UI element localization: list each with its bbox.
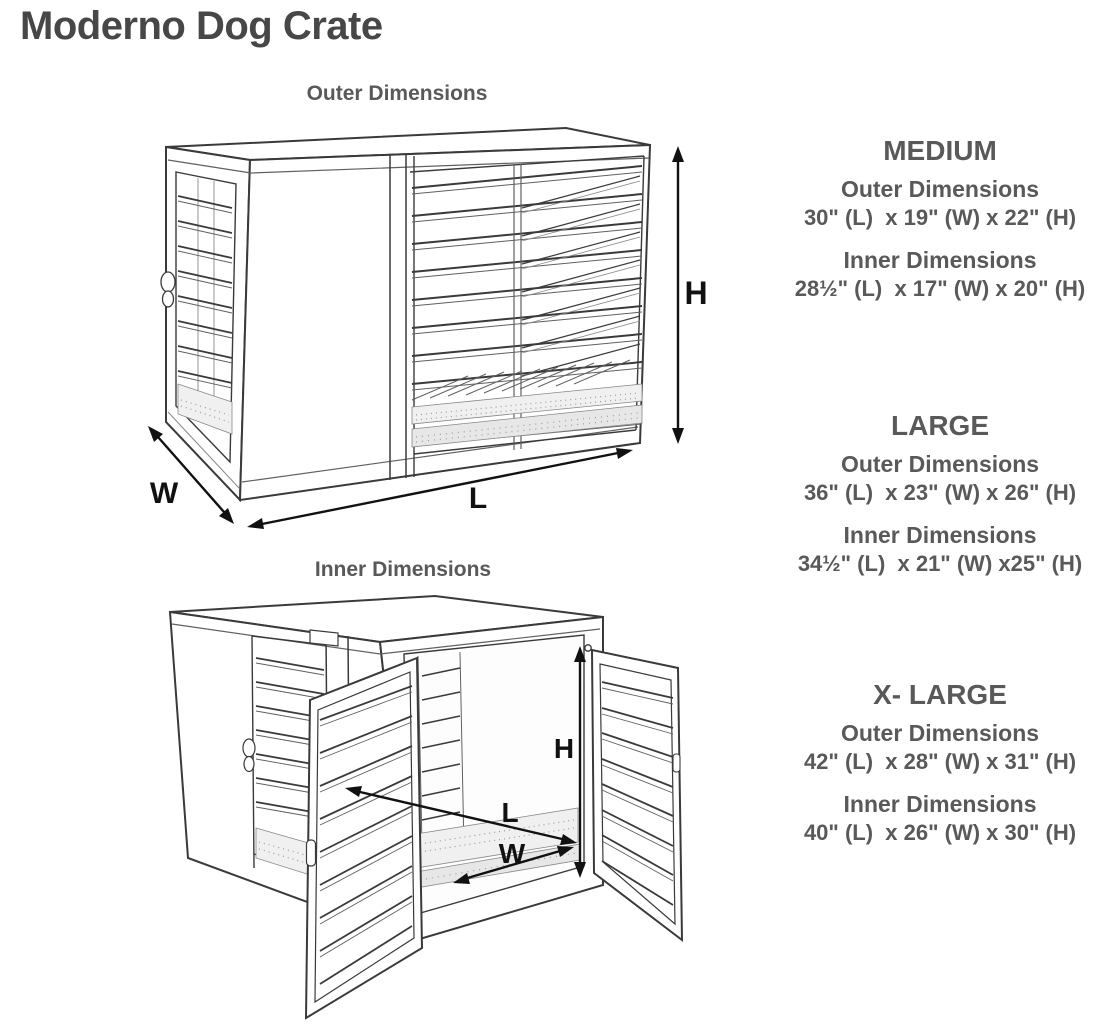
size-block-large: LARGE Outer Dimensions 36" (L) x 23" (W)… xyxy=(778,411,1102,594)
inner-dimensions-heading: Inner Dimensions xyxy=(314,558,492,581)
inner-dimensions-value: 34½" (L) x 21" (W) x25" (H) xyxy=(797,551,1083,576)
length-label: L xyxy=(501,797,518,828)
dimension-arrows: H W L xyxy=(148,146,708,529)
outer-dimensions-heading: Outer Dimensions xyxy=(306,82,488,105)
size-name: X- LARGE xyxy=(873,679,1007,710)
length-arrow xyxy=(261,451,619,526)
latch xyxy=(242,738,256,758)
outer-dimensions-value: 30" (L) x 19" (W) x 22" (H) xyxy=(803,205,1077,230)
size-name: MEDIUM xyxy=(883,135,997,166)
bottom-pad xyxy=(411,383,643,448)
width-label: W xyxy=(499,838,526,869)
front-louver-slats xyxy=(411,164,643,450)
inner-dimensions-diagram: H L W xyxy=(168,594,684,1020)
size-block-medium: MEDIUM Outer Dimensions 30" (L) x 19" (W… xyxy=(778,136,1102,319)
width-arrow xyxy=(463,849,561,881)
inner-dimensions-label: Inner Dimensions xyxy=(843,791,1037,817)
outer-dimensions-value: 42" (L) x 28" (W) x 31" (H) xyxy=(803,749,1077,774)
dimension-arrows: H L W xyxy=(345,646,586,884)
width-arrow xyxy=(157,436,225,513)
door-latch xyxy=(305,839,317,867)
right-door-open xyxy=(584,644,684,943)
width-label: W xyxy=(150,477,179,510)
latch xyxy=(160,271,176,308)
height-label: H xyxy=(684,275,707,311)
inner-dimensions-label: Inner Dimensions xyxy=(843,522,1037,548)
outer-dimensions-label: Outer Dimensions xyxy=(840,720,1040,746)
outer-dimensions-label: Outer Dimensions xyxy=(840,176,1040,202)
page-title: Moderno Dog Crate xyxy=(20,4,383,48)
inner-dimensions-value: 28½" (L) x 17" (W) x 20" (H) xyxy=(794,276,1086,301)
length-label: L xyxy=(469,482,487,515)
hinge-pin xyxy=(584,644,592,652)
outer-dimensions-diagram: H W L xyxy=(148,126,708,529)
front-door-open xyxy=(304,656,424,1020)
brand-plate xyxy=(309,629,339,647)
size-name: LARGE xyxy=(891,410,989,441)
length-arrow xyxy=(359,790,563,841)
door-latch xyxy=(672,753,681,773)
outer-dimensions-value: 36" (L) x 23" (W) x 26" (H) xyxy=(803,480,1077,505)
size-block-xlarge: X- LARGE Outer Dimensions 42" (L) x 28" … xyxy=(778,680,1102,863)
crate-body xyxy=(165,126,652,503)
side-louver-panel xyxy=(175,171,237,464)
outer-dimensions-label: Outer Dimensions xyxy=(840,451,1040,477)
right-side-opening xyxy=(403,634,585,917)
inner-dimensions-label: Inner Dimensions xyxy=(843,247,1037,273)
inner-dimensions-value: 40" (L) x 26" (W) x 30" (H) xyxy=(803,820,1077,845)
height-label: H xyxy=(554,733,574,764)
floor-grid xyxy=(411,359,631,401)
